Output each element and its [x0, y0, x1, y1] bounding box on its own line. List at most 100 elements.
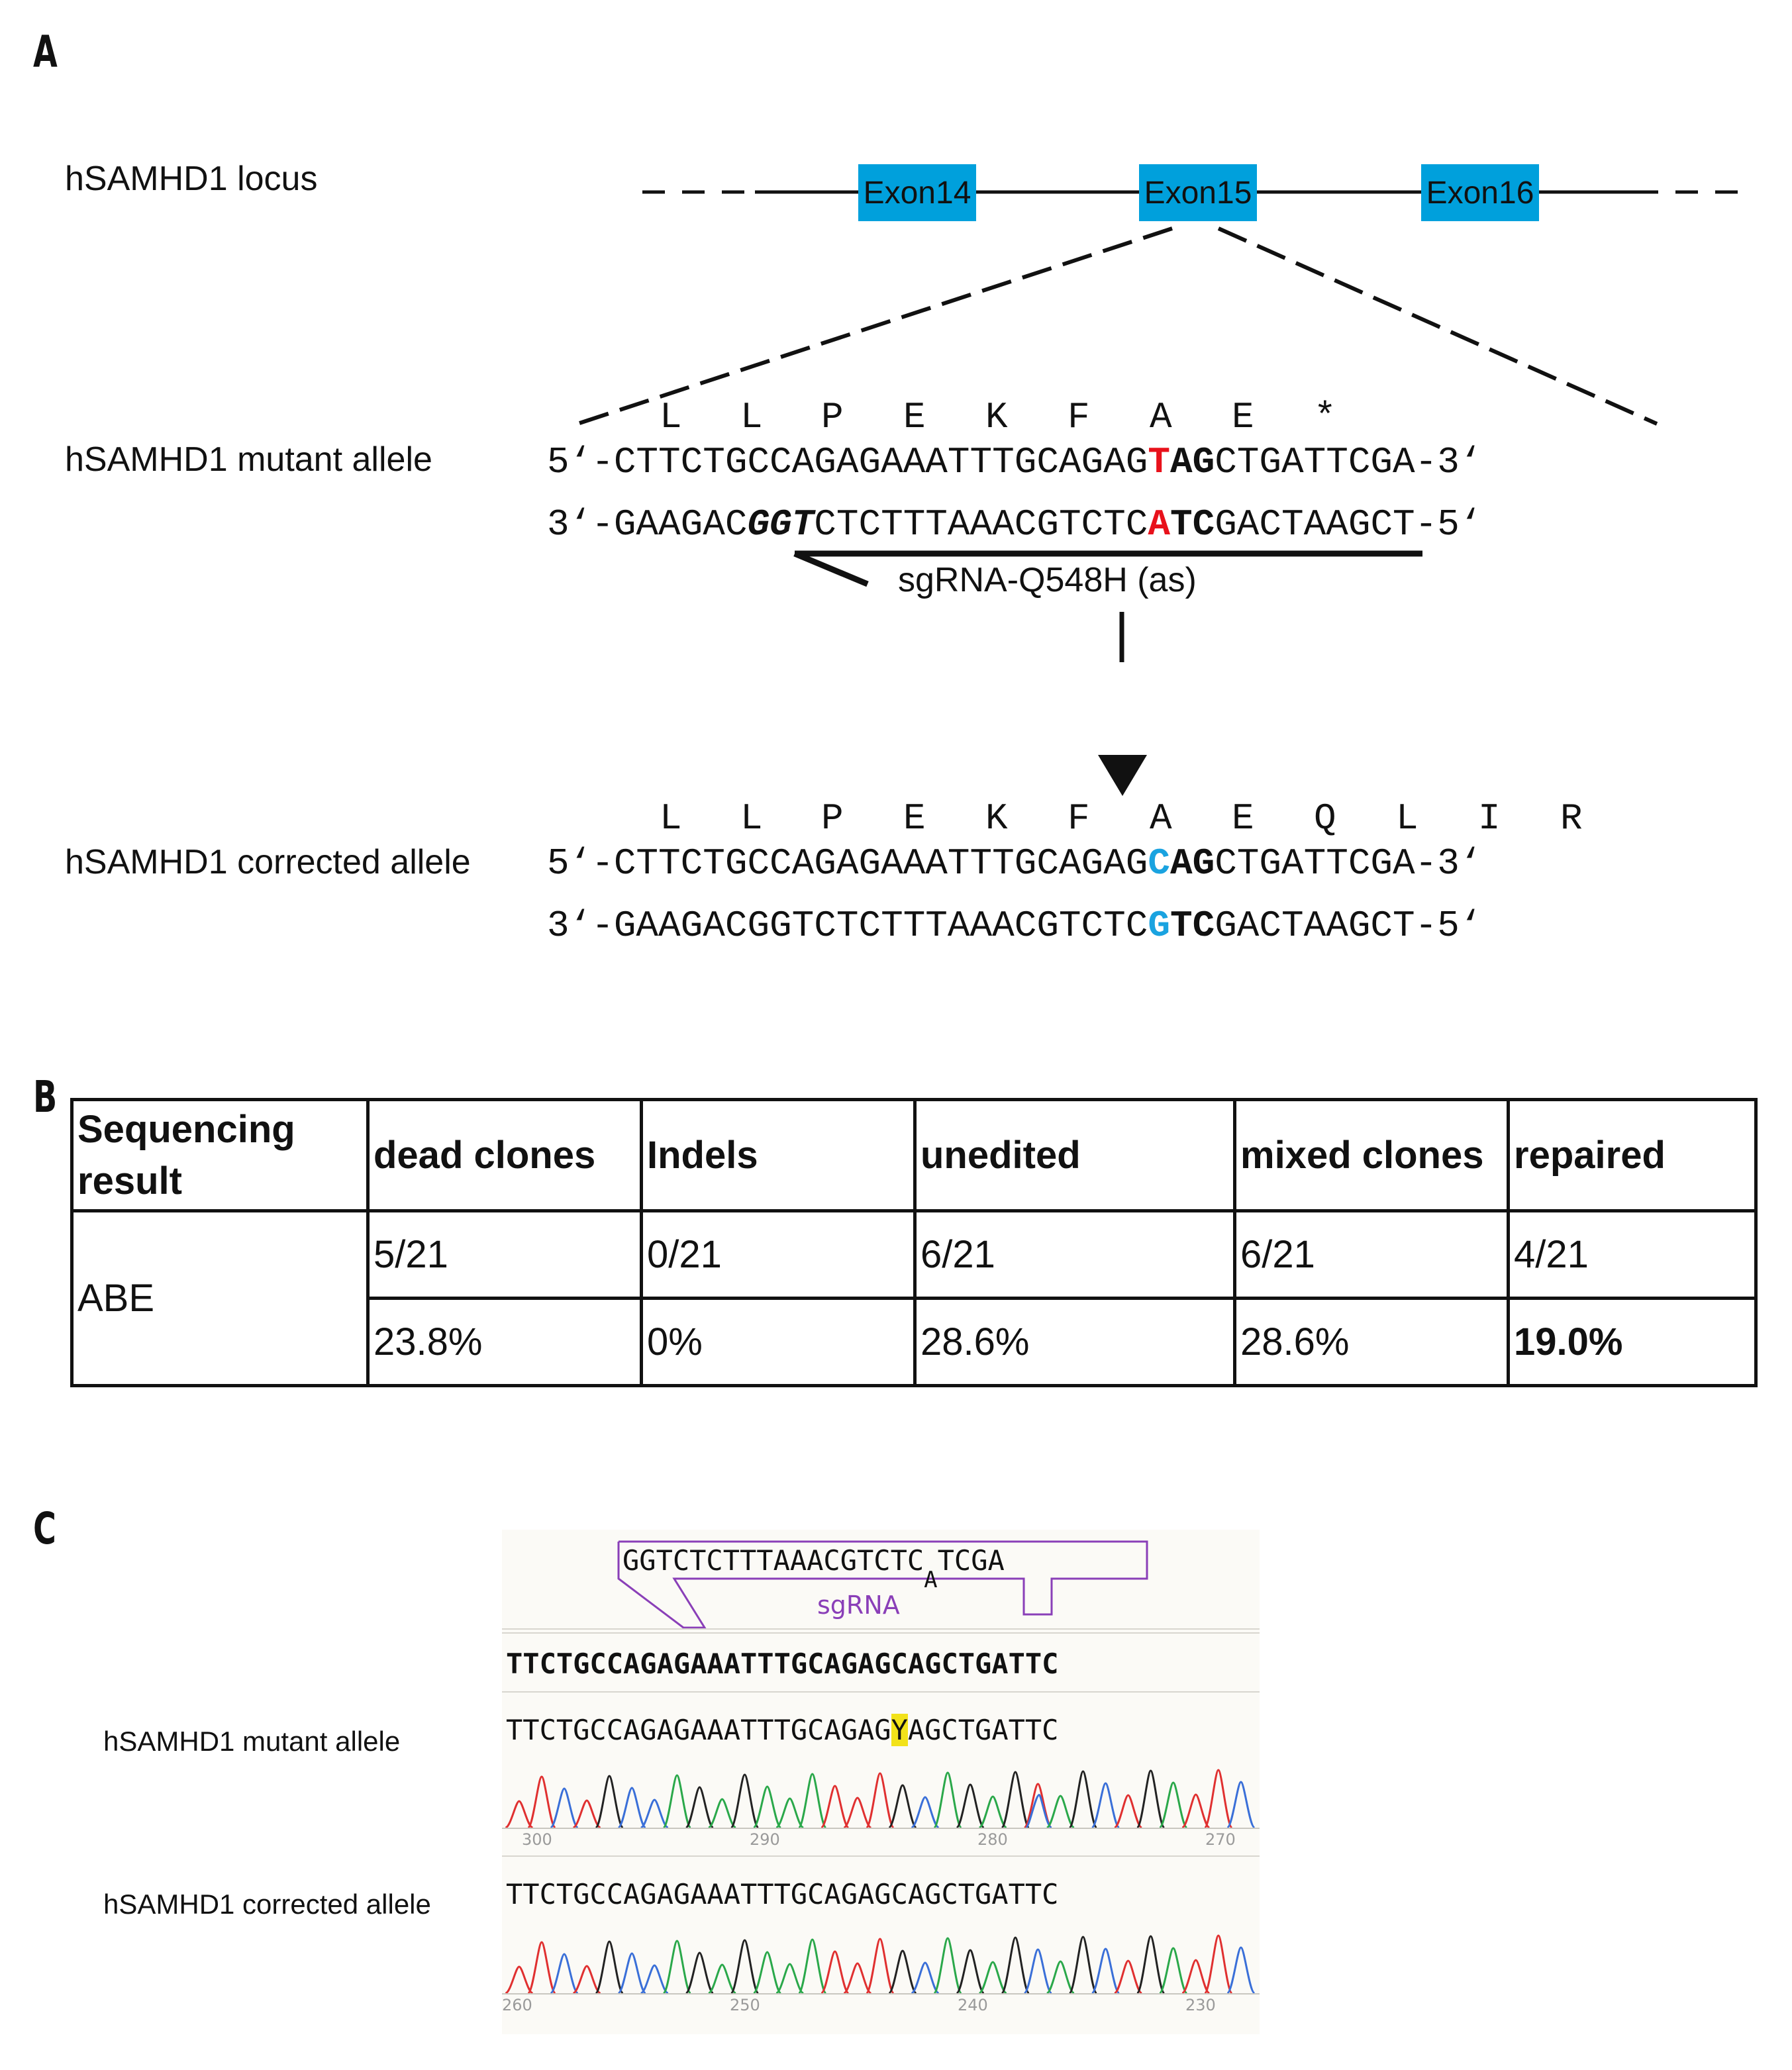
- mutant-aa: E: [1232, 396, 1254, 438]
- trace-peak: [1226, 1946, 1256, 1993]
- trace-peak: [887, 1949, 918, 1993]
- trace-peak: [526, 1775, 557, 1828]
- target-codon-bases: TC: [1170, 503, 1215, 546]
- trace-peak: [797, 1773, 827, 1828]
- trace-peak: [932, 1771, 963, 1828]
- trace-peak: [887, 1784, 918, 1828]
- read-part: TTCTGCCAGAGAAATTTGCAGAG: [506, 1714, 891, 1746]
- zoom-line-right: [1217, 226, 1658, 426]
- trace-peak: [752, 1785, 782, 1828]
- corrected-top-strand: 5‘-CTTCTGCCAGAGAAATTTGCAGAGCAGCTGATTCGA-…: [547, 842, 1481, 885]
- trace-peak: [505, 1965, 534, 1993]
- locus-label: hSAMHD1 locus: [65, 160, 318, 198]
- sgrna-label: sgRNA-Q548H (as): [898, 561, 1197, 599]
- corrected-aa: E: [1232, 797, 1254, 840]
- trace-peak: [1136, 1769, 1166, 1828]
- guide-seq-part: GGTCTCTTTAAACGTCTC: [622, 1544, 924, 1577]
- trace-peak: [978, 1961, 1007, 1993]
- trace-peak: [572, 1965, 601, 1993]
- trace-peak: [730, 1939, 760, 1993]
- corrected-aa: I: [1478, 797, 1501, 840]
- edited-base: G: [1148, 905, 1170, 947]
- trace-peak: [707, 1798, 736, 1828]
- reference-sequence: TTCTGCCAGAGAAATTTGCAGAGCAGCTGATTC: [506, 1648, 1059, 1680]
- header-cell: Indels: [640, 1098, 917, 1212]
- stop-codon-bases: AG: [1170, 441, 1215, 483]
- mutant-read-sequence: TTCTGCCAGAGAAATTTGCAGAGYAGCTGATTC: [506, 1714, 1058, 1746]
- trace-peak: [978, 1795, 1007, 1828]
- trace-tick: 270: [1205, 1830, 1236, 1849]
- exon14-box: Exon14: [858, 164, 976, 221]
- corrected-base: C: [1148, 842, 1170, 885]
- seq-part: 5‘-CTTCTGCCAGAGAAATTTGCAGAG: [547, 842, 1148, 885]
- trace-axis: [502, 1828, 1260, 1829]
- mutant-bottom-strand: 3‘-GAAGACGGTCTCTTTAAACGTCTCATCGACTAAGCT-…: [547, 503, 1481, 546]
- trace-peak: [1001, 1771, 1030, 1828]
- stop-mutation-base: T: [1148, 441, 1170, 483]
- trace-peak: [1203, 1934, 1233, 1993]
- trace-peak: [640, 1964, 669, 1993]
- trace-peak: [549, 1787, 579, 1828]
- trace-peak: [955, 1949, 985, 1993]
- seq-part: CTCTTTAAACGTCTC: [814, 503, 1148, 546]
- trace-peak: [594, 1940, 624, 1993]
- trace-peak: [932, 1937, 963, 1993]
- corrected-aa: L: [740, 797, 763, 840]
- table-row: 23.8% 0% 28.6% 28.6% 19.0%: [72, 1297, 1758, 1387]
- ambiguous-base-highlight: Y: [891, 1714, 908, 1746]
- seq-part: GACTAAGCT-5‘: [1215, 905, 1482, 947]
- read-part: AGCTGATTC: [907, 1714, 1059, 1746]
- trace-peak: [526, 1941, 557, 1993]
- corrected-aa: Q: [1314, 797, 1336, 840]
- seq-part: GACTAAGCT-5‘: [1215, 503, 1482, 546]
- count-cell: 0/21: [640, 1209, 917, 1300]
- trace-tick: 230: [1185, 1996, 1216, 2014]
- trace-peak: [820, 1950, 850, 1993]
- trace-peak: [1091, 1782, 1120, 1828]
- guide-mismatch-base: A: [924, 1567, 938, 1593]
- count-cell: 6/21: [1233, 1209, 1510, 1300]
- percent-cell: 28.6%: [1233, 1297, 1510, 1387]
- repaired-percent-cell: 19.0%: [1507, 1297, 1758, 1387]
- trace-peak: [662, 1940, 692, 1993]
- trace-peak: [685, 1786, 715, 1828]
- trace-peak: [843, 1962, 872, 1993]
- table-header-row: Sequencing result dead clones Indels une…: [70, 1098, 1758, 1212]
- panel-b-letter: B: [33, 1071, 58, 1122]
- target-base: A: [1148, 503, 1170, 546]
- trace-tick: 260: [502, 1996, 532, 2014]
- sgrna-annotation-outline: [502, 1540, 1260, 1634]
- trace-peak: [820, 1785, 850, 1828]
- trace-peak: [911, 1796, 940, 1828]
- trace-peak: [797, 1938, 827, 1993]
- zoom-line-left: [577, 226, 1173, 426]
- mutant-aa: E: [903, 396, 926, 438]
- sanger-viewer: GGTCTCTTTAAACGTCTCATCGA sgRNA TTCTGCCAGA…: [502, 1530, 1260, 2034]
- trace-peak: [1091, 1947, 1120, 1993]
- conversion-arrow-head: [1098, 755, 1147, 796]
- sgrna-sequence: GGTCTCTTTAAACGTCTCATCGA: [622, 1544, 1005, 1593]
- header-cell: mixed clones: [1233, 1098, 1510, 1212]
- percent-cell: 23.8%: [366, 1297, 643, 1387]
- count-cell: 6/21: [913, 1209, 1236, 1300]
- trace-peak: [685, 1951, 715, 1993]
- stop-codon-aa: *: [1314, 396, 1336, 438]
- sgrna-annotation-label: sgRNA: [817, 1591, 900, 1620]
- trace-peak: [1023, 1948, 1053, 1993]
- trace-peak: [775, 1797, 805, 1828]
- trace-peak: [1068, 1770, 1098, 1828]
- corrected-read-sequence: TTCTGCCAGAGAAATTTGCAGAGCAGCTGATTC: [506, 1878, 1059, 1910]
- mutant-aa: F: [1068, 396, 1090, 438]
- corrected-aa: L: [1396, 797, 1419, 840]
- sgrna-arrowhead: [793, 550, 869, 587]
- header-cell: unedited: [913, 1098, 1236, 1212]
- trace-peak: [865, 1772, 895, 1828]
- trace-tick: 240: [958, 1996, 988, 2014]
- c-mutant-label: hSAMHD1 mutant allele: [103, 1726, 401, 1757]
- row-label-cell: ABE: [70, 1209, 370, 1387]
- trace-peak: [955, 1783, 985, 1828]
- seq-part: 5‘-CTTCTGCCAGAGAAATTTGCAGAG: [547, 441, 1148, 483]
- percent-cell: 28.6%: [913, 1297, 1236, 1387]
- corrected-aa: R: [1560, 797, 1583, 840]
- trace-tick: 290: [750, 1830, 780, 1849]
